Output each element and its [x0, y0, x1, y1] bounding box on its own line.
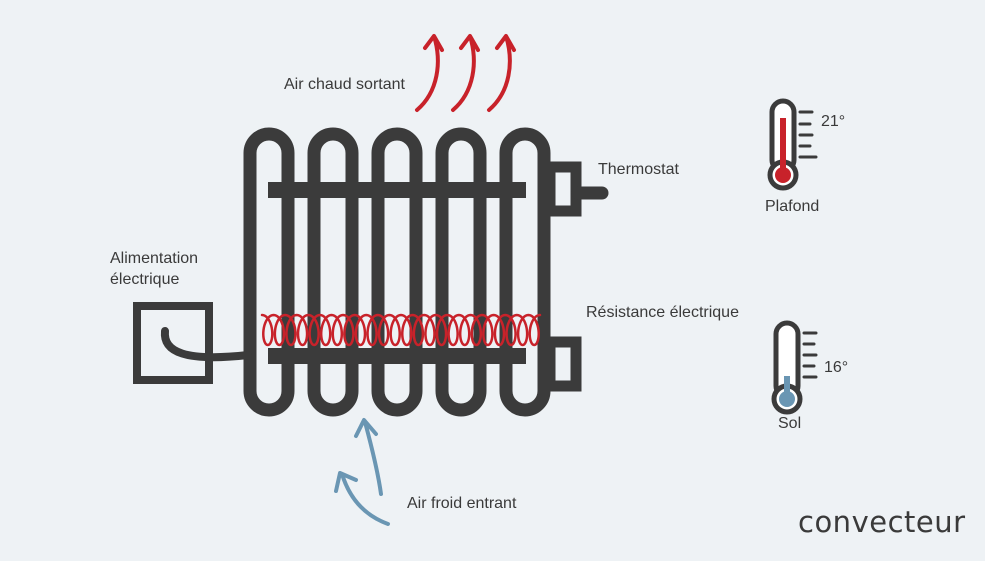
thermometer-floor	[771, 320, 818, 415]
cold-air-label: Air froid entrant	[407, 495, 517, 512]
radiator-fin-5	[499, 127, 551, 417]
floor-temperature: 16°	[824, 359, 849, 376]
cold-air-arrow-2	[334, 471, 390, 526]
radiator-fin-4	[435, 127, 487, 417]
thermostat-label: Thermostat	[598, 161, 679, 178]
resistance-coil	[260, 313, 542, 347]
radiator-bottom-cap	[544, 336, 582, 392]
radiator-fin-2	[307, 127, 359, 417]
brand-title: convecteur	[798, 505, 966, 539]
radiator-fin-1	[243, 127, 295, 417]
power-label-line1: Alimentation	[110, 250, 199, 267]
resistance-label: Résistance électrique	[586, 304, 739, 321]
radiator-bottom-bar	[268, 348, 526, 364]
radiator-top-cap	[544, 161, 582, 217]
radiator	[243, 127, 609, 417]
power-cable	[160, 327, 252, 362]
ceiling-label: Plafond	[765, 198, 820, 215]
thermometer-ceiling	[767, 98, 818, 191]
floor-label: Sol	[778, 415, 802, 432]
floor-scale	[802, 331, 818, 379]
radiator-top-bar	[268, 182, 526, 198]
radiator-fin-3	[371, 127, 423, 417]
hot-air-arrow-3	[487, 34, 516, 112]
power-supply	[133, 302, 252, 384]
ceiling-scale	[798, 110, 818, 159]
power-box	[133, 302, 213, 384]
power-label-line2: électrique	[110, 271, 180, 288]
hot-air-label: Air chaud sortant	[284, 76, 405, 93]
hot-air-arrow-1	[415, 34, 444, 112]
hot-air-arrow-2	[451, 34, 480, 112]
cold-air-arrows	[334, 418, 390, 526]
cold-air-arrow-1	[354, 418, 383, 496]
hot-air-arrows	[415, 34, 516, 112]
ceiling-temperature: 21°	[821, 113, 846, 130]
